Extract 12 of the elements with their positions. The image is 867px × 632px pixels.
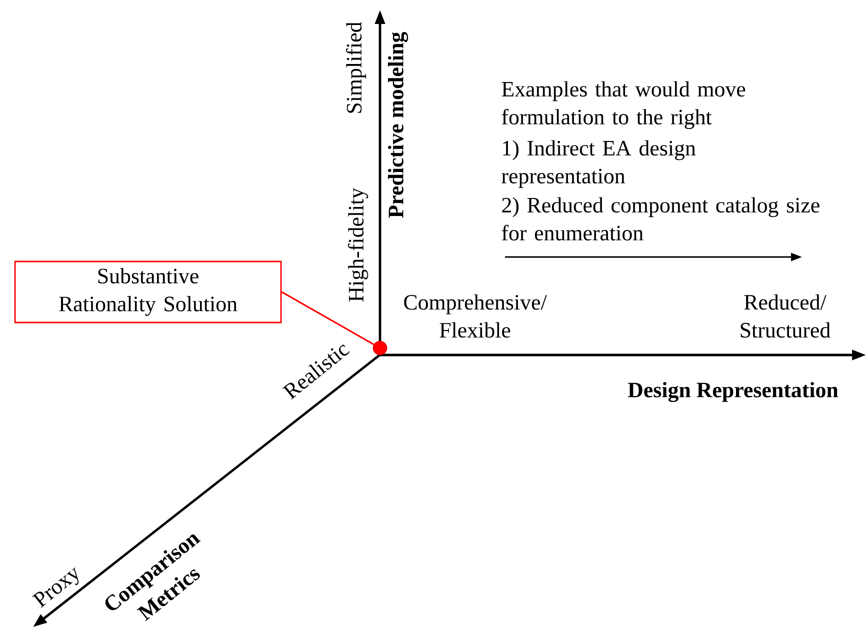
axis-label: Comprehensive/ Flexible: [404, 294, 547, 338]
axis-label: High-fidelity: [348, 188, 368, 302]
leader-line: [281, 291, 374, 346]
annotation-text: Examples that would move formulation to the right: [502, 81, 746, 130]
annotation-text: 1) Indirect EA design representation: [502, 140, 696, 188]
axis-label: Reduced/ Structured: [740, 294, 830, 338]
axis-title: Design Representation: [628, 382, 838, 402]
axis-label: Simplified: [346, 22, 366, 113]
marker-dot: [372, 340, 388, 356]
text-box: Substantive Rationality Solution: [14, 260, 282, 324]
axis-title: Predictive modeling: [388, 32, 408, 218]
annotation-text: 2) Reduced component catalog size for enumeration: [502, 197, 820, 241]
